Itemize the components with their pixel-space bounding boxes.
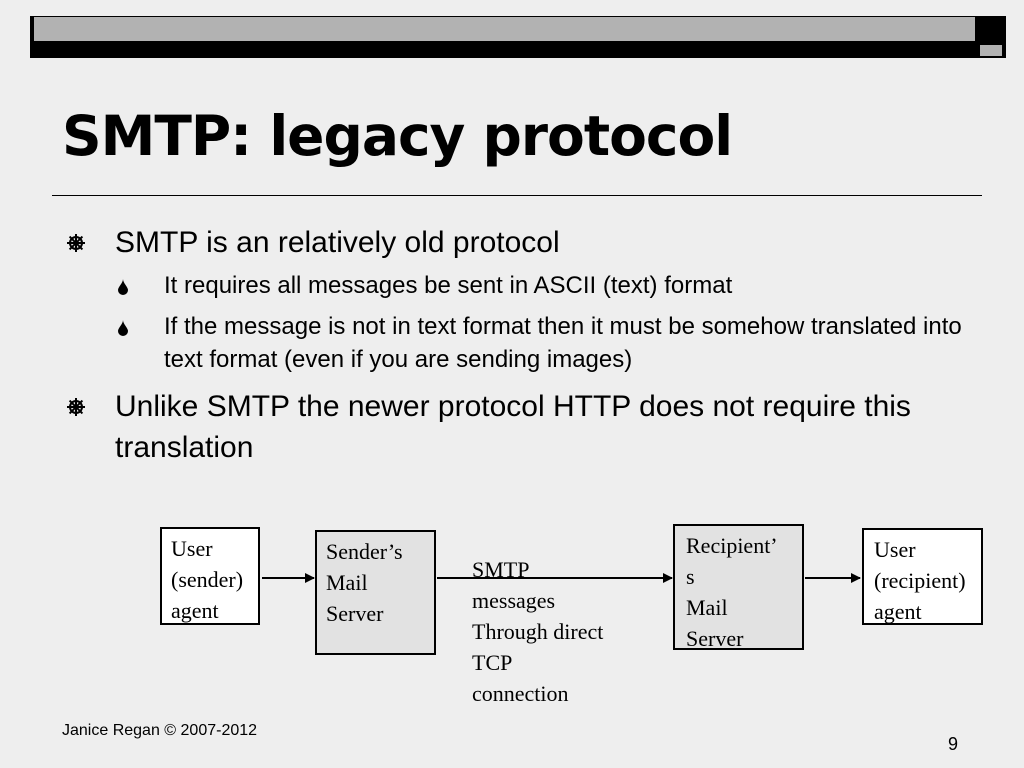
smtp-messages-label: SMTP messages Through direct TCP connect…	[472, 557, 604, 706]
bullet-1-sub-1: It requires all messages be sent in ASCI…	[164, 272, 733, 299]
ship-wheel-icon	[67, 398, 85, 416]
bullet-1: SMTP is an relatively old protocol	[115, 226, 560, 259]
drop-icon	[118, 320, 128, 336]
bullet-2: Unlike SMTP the newer protocol HTTP does…	[115, 390, 911, 464]
senders-mail-server-box: Sender’s Mail Server	[315, 530, 436, 655]
recipients-mail-server-box: Recipient’ s Mail Server	[673, 524, 804, 651]
page-number: 9	[948, 734, 959, 754]
drop-icon	[118, 279, 128, 295]
ship-wheel-icon	[67, 234, 85, 252]
user-sender-agent-box: User (sender) agent	[160, 527, 260, 625]
user-recipient-agent-box: User (recipient) agent	[862, 528, 983, 625]
top-bar-square	[979, 44, 1003, 57]
bullet-1-sub-2: If the message is not in text format the…	[164, 313, 962, 373]
slide-title: SMTP: legacy protocol	[62, 104, 733, 168]
footer-author: Janice Regan © 2007-2012	[62, 722, 258, 739]
top-bar-stripe	[34, 17, 975, 41]
title-divider	[52, 195, 982, 196]
